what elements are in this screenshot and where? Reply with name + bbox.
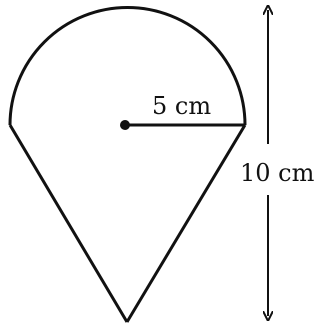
cone-right-edge — [125, 124, 247, 323]
semicircle-outline — [8, 6, 247, 126]
cone-left-edge — [8, 124, 129, 323]
height-label: 10 cm — [240, 159, 315, 187]
radius-label: 5 cm — [152, 92, 211, 120]
